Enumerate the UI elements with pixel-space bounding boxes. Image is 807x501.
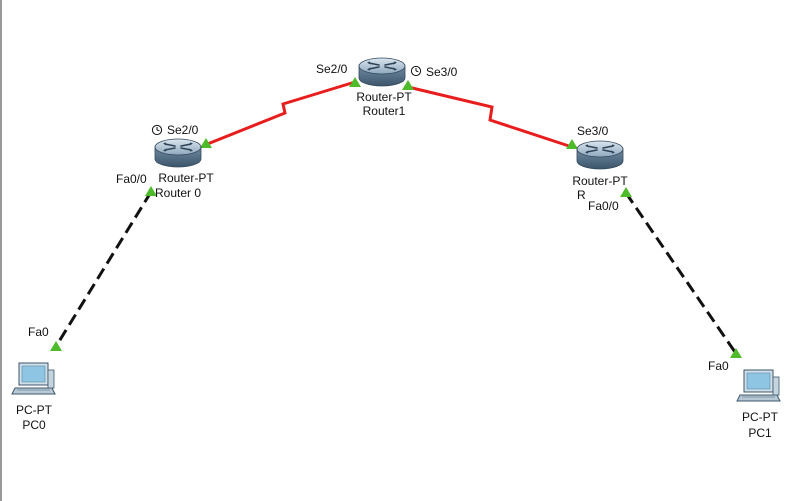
- ethernet-link-router2-pc1[interactable]: [624, 192, 739, 356]
- port-label-r1-se2-0: Se2/0: [316, 62, 348, 76]
- port-up-r2-se: [566, 139, 578, 149]
- pc-icon[interactable]: [11, 362, 56, 395]
- device-name-label-router0: Router 0: [154, 186, 202, 200]
- port-up-r2-fa: [620, 187, 632, 197]
- device-type-label-router2: Router-PT: [572, 174, 628, 188]
- port-status-markers: [50, 77, 742, 358]
- clock-icon: [151, 124, 163, 136]
- serial-link-router1-router2[interactable]: [407, 85, 573, 149]
- router-icon[interactable]: [358, 57, 406, 87]
- port-label-pc1-fa0: Fa0: [708, 359, 729, 373]
- device-name-label-pc1: PC1: [748, 426, 772, 440]
- device-name-label-router2: R: [577, 188, 586, 202]
- serial-link-router0-router1[interactable]: [204, 80, 356, 147]
- device-name-label-pc0: PC0: [22, 418, 46, 432]
- device-type-label-router0: Router-PT: [158, 171, 214, 185]
- ethernet-link-router0-pc0[interactable]: [53, 191, 153, 349]
- port-label-r0-se2-0: Se2/0: [167, 123, 199, 137]
- device-type-label-pc0: PC-PT: [16, 403, 52, 417]
- clock-icon: [410, 65, 422, 77]
- port-up-pc1-fa: [730, 348, 742, 358]
- port-up-pc0-fa: [50, 341, 62, 351]
- device-type-label-pc1: PC-PT: [742, 410, 778, 424]
- port-label-r2-se3-0: Se3/0: [577, 124, 609, 138]
- device-name-label-router1: Router1: [362, 104, 406, 118]
- port-up-r1-se-right: [402, 80, 414, 90]
- pc-icon[interactable]: [736, 369, 781, 402]
- port-label-r1-se3-0: Se3/0: [426, 65, 458, 79]
- port-up-r0-se: [200, 138, 212, 148]
- device-type-label-router1: Router-PT: [356, 90, 412, 104]
- port-up-r0-fa: [145, 186, 157, 196]
- router-icon[interactable]: [154, 138, 202, 168]
- router-icon[interactable]: [576, 140, 624, 170]
- port-label-r0-fa0-0: Fa0/0: [116, 172, 147, 186]
- canvas-left-border: [0, 0, 2, 501]
- port-label-pc0-fa0: Fa0: [28, 325, 49, 339]
- port-up-r1-se-left: [349, 77, 361, 87]
- port-label-r2-fa0-0: Fa0/0: [588, 199, 619, 213]
